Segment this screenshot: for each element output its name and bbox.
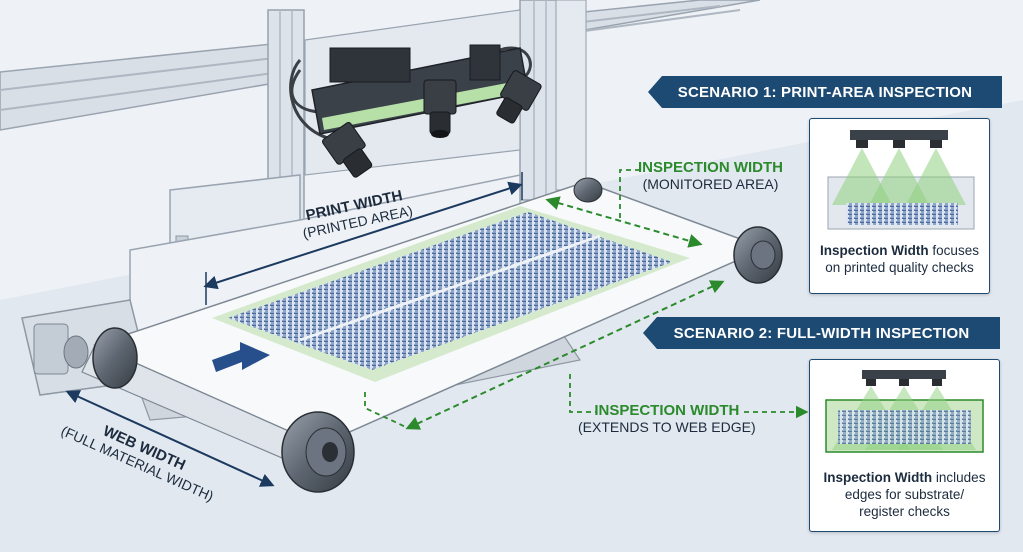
inspection-width-arrow-2 (364, 280, 809, 430)
scenario-1-banner: SCENARIO 1: PRINT-AREA INSPECTION (648, 76, 1002, 108)
scenario-1-illustration (827, 130, 975, 230)
roller-front (92, 327, 355, 493)
direction-arrow-icon (212, 342, 270, 372)
scenario-2-caption: Inspection Width includes edges for subs… (823, 470, 986, 519)
camera-assembly (289, 44, 542, 178)
inspection-width-label-1: INSPECTION WIDTH (MONITORED AREA) (638, 159, 783, 192)
roller-back (573, 177, 783, 284)
camera-icon (496, 70, 542, 124)
scenario-2-banner: SCENARIO 2: FULL-WIDTH INSPECTION (643, 317, 1000, 349)
print-width-arrow (203, 181, 523, 290)
camera-icon (322, 122, 373, 178)
camera-icon (423, 79, 457, 138)
scenario-1-card: Inspection Width focuses on printed qual… (809, 118, 990, 294)
inspection-width-arrow-1 (545, 169, 703, 248)
scenario-2-illustration (825, 370, 984, 453)
web-width-arrow (65, 390, 275, 487)
scenario-2-card: Inspection Width includes edges for subs… (809, 359, 1000, 532)
inspection-width-label-2: INSPECTION WIDTH (EXTENDS TO WEB EDGE) (578, 402, 756, 435)
scenario-1-caption: Inspection Width focuses on printed qual… (820, 243, 979, 275)
